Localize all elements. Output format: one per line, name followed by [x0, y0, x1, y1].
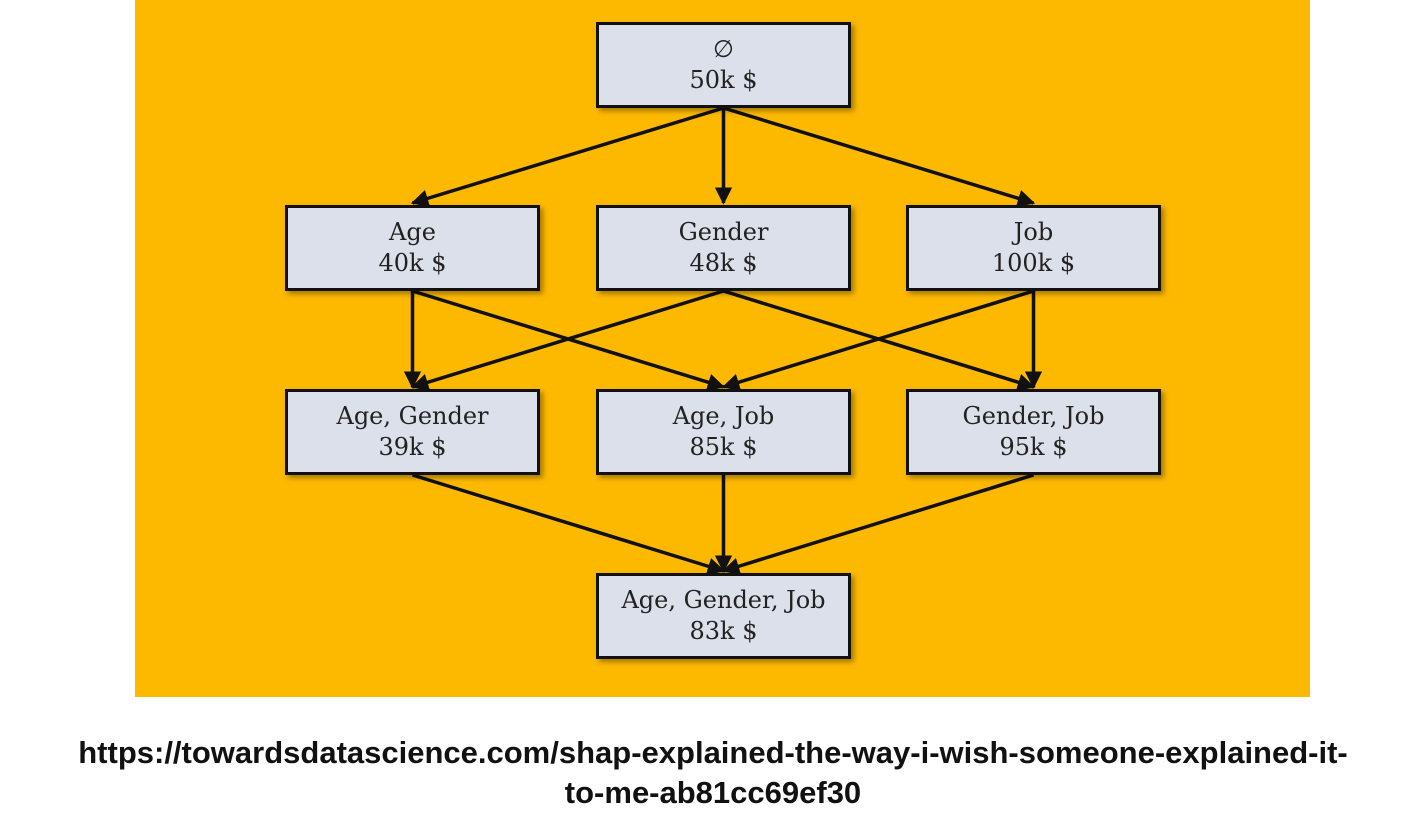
edge-job-to-age_job — [721, 289, 1035, 391]
node-value: 100k $ — [991, 249, 1076, 277]
node-empty-set: ∅ 50k $ — [596, 22, 851, 108]
node-gender-job: Gender, Job 95k $ — [906, 389, 1161, 475]
node-value: 95k $ — [999, 433, 1068, 461]
edge-gender_job-to-age_gender_job — [721, 473, 1035, 575]
node-value: 39k $ — [378, 433, 447, 461]
edge-age_gender-to-age_gender_job — [411, 473, 726, 575]
node-value: 40k $ — [378, 249, 447, 277]
node-value: 50k $ — [689, 66, 758, 94]
node-value: 85k $ — [689, 433, 758, 461]
node-job: Job 100k $ — [906, 205, 1161, 291]
node-label: Age, Gender, Job — [621, 586, 826, 614]
node-age-job: Age, Job 85k $ — [596, 389, 851, 475]
node-label: Age, Job — [672, 402, 775, 430]
edge-empty-to-age — [410, 106, 725, 207]
edge-empty-to-job — [722, 106, 1036, 207]
node-label: Job — [1013, 218, 1054, 246]
node-label: Age — [389, 218, 436, 246]
caption-line-2: to-me-ab81cc69ef30 — [564, 775, 862, 810]
node-label: Gender, Job — [962, 402, 1105, 430]
node-gender: Gender 48k $ — [596, 205, 851, 291]
node-label: ∅ — [713, 35, 734, 63]
node-label: Gender — [678, 218, 769, 246]
node-age: Age 40k $ — [285, 205, 540, 291]
node-value: 48k $ — [689, 249, 758, 277]
node-age-gender-job: Age, Gender, Job 83k $ — [596, 573, 851, 659]
caption-line-1: https://towardsdatascience.com/shap-expl… — [78, 735, 1348, 770]
source-url-caption: https://towardsdatascience.com/shap-expl… — [0, 733, 1426, 813]
node-age-gender: Age, Gender 39k $ — [285, 389, 540, 475]
node-label: Age, Gender — [336, 402, 489, 430]
edge-gender-to-age_gender — [410, 289, 725, 391]
node-value: 83k $ — [689, 617, 758, 645]
